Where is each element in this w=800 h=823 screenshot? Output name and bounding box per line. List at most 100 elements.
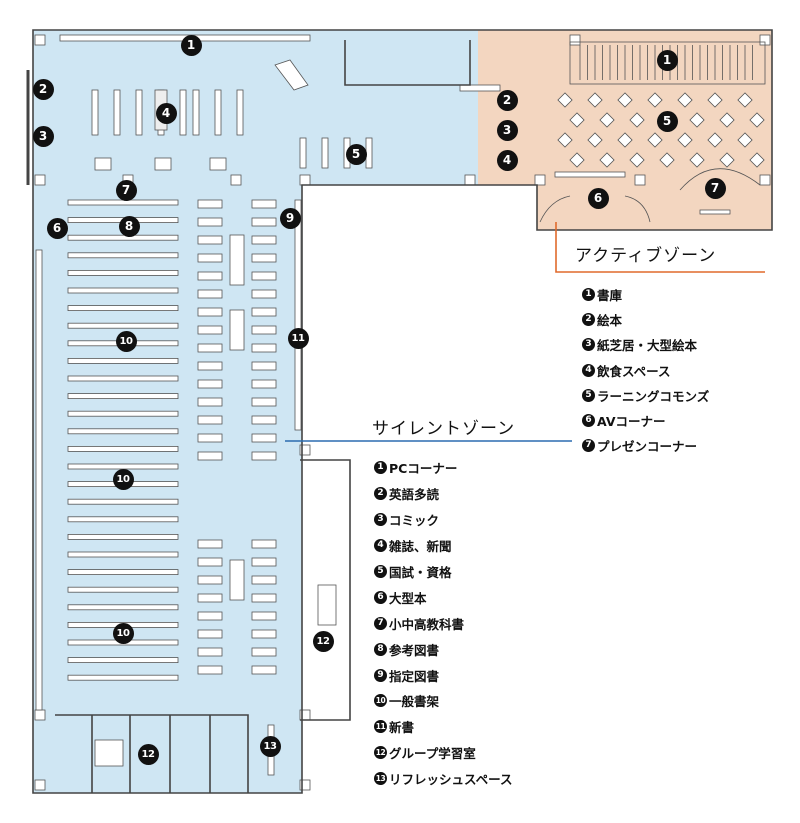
study-desk bbox=[251, 325, 277, 335]
silent-map-marker: 10 bbox=[112, 468, 134, 490]
column bbox=[34, 174, 46, 186]
silent-map-marker: 5 bbox=[345, 143, 367, 165]
legend-label: リフレッシュスペース bbox=[389, 772, 513, 788]
study-desk bbox=[251, 361, 277, 371]
study-desk bbox=[251, 557, 277, 567]
study-table bbox=[229, 309, 245, 351]
study-desk bbox=[251, 539, 277, 549]
study-desk bbox=[197, 325, 223, 335]
room-wall bbox=[55, 714, 249, 793]
screen bbox=[699, 209, 731, 215]
legend-label: 一般書架 bbox=[389, 694, 440, 710]
study-desk bbox=[197, 665, 223, 675]
legend-label: 小中高教科書 bbox=[389, 616, 465, 632]
legend-label: 飲食スペース bbox=[597, 363, 671, 379]
bookshelf bbox=[179, 89, 187, 136]
study-table bbox=[229, 559, 245, 601]
bookshelf bbox=[67, 375, 179, 382]
bookshelf bbox=[67, 252, 179, 259]
study-desk bbox=[251, 199, 277, 209]
bookshelf bbox=[67, 586, 179, 593]
silent-map-marker: 4 bbox=[155, 102, 177, 124]
silent-map-marker: 6 bbox=[46, 217, 68, 239]
legend-label: PCコーナー bbox=[389, 461, 458, 477]
stacks-area bbox=[569, 41, 766, 85]
commons-table bbox=[707, 132, 723, 148]
bookshelf bbox=[67, 410, 179, 417]
legend-label: 国試・資格 bbox=[389, 565, 452, 580]
study-desk bbox=[251, 217, 277, 227]
bookshelf bbox=[67, 569, 179, 575]
exterior-wall bbox=[32, 29, 773, 794]
legend-number: 12 bbox=[374, 746, 387, 760]
bookshelf bbox=[67, 287, 179, 294]
legend-number: 4 bbox=[374, 539, 387, 553]
silent-map-marker: 12 bbox=[312, 630, 334, 652]
inner-wall bbox=[344, 40, 471, 86]
legend-number: 7 bbox=[374, 616, 387, 630]
av-seating bbox=[624, 195, 651, 223]
commons-table bbox=[569, 152, 585, 168]
study-desk bbox=[197, 289, 223, 299]
wall-shelf bbox=[35, 249, 43, 711]
legend-number: 1 bbox=[582, 288, 595, 302]
active-zone-area bbox=[478, 30, 772, 230]
legend-label: 書庫 bbox=[597, 288, 623, 304]
silent-map-marker: 7 bbox=[115, 179, 137, 201]
silent-map-marker: 9 bbox=[279, 207, 301, 229]
study-desk bbox=[251, 665, 277, 675]
study-desk bbox=[197, 217, 223, 227]
silent-map-marker: 3 bbox=[32, 125, 54, 147]
legend-label: AVコーナー bbox=[597, 414, 666, 430]
legend-label: 英語多読 bbox=[389, 487, 440, 503]
silent-map-marker: 1 bbox=[180, 34, 202, 56]
study-desk bbox=[251, 343, 277, 353]
bookshelf bbox=[67, 516, 179, 523]
commons-table bbox=[719, 112, 735, 128]
active-map-marker: 2 bbox=[496, 89, 518, 111]
legend-number: 2 bbox=[374, 487, 387, 501]
legend-number: 9 bbox=[374, 668, 387, 682]
active-zone-title: アクティブゾーン bbox=[575, 246, 717, 266]
bookshelf bbox=[67, 393, 179, 400]
column bbox=[34, 709, 46, 721]
study-desk bbox=[197, 629, 223, 639]
column bbox=[634, 174, 646, 186]
silent-map-marker: 8 bbox=[118, 215, 140, 237]
commons-table bbox=[557, 132, 573, 148]
legend-number: 3 bbox=[374, 513, 387, 527]
column bbox=[534, 174, 546, 186]
silent-map-marker: 10 bbox=[115, 330, 137, 352]
study-desk bbox=[251, 647, 277, 657]
commons-table bbox=[677, 132, 693, 148]
study-desk bbox=[197, 307, 223, 317]
bookshelf bbox=[365, 137, 373, 169]
table bbox=[154, 157, 172, 171]
bookshelf bbox=[299, 137, 307, 169]
commons-table bbox=[749, 152, 765, 168]
legend-number: 4 bbox=[582, 363, 595, 377]
legend-label: コミック bbox=[389, 513, 440, 529]
bookshelf bbox=[67, 269, 179, 276]
legend-label: 大型本 bbox=[389, 590, 427, 606]
legend-number: 1 bbox=[374, 461, 387, 475]
commons-table bbox=[587, 132, 603, 148]
commons-table bbox=[557, 92, 573, 108]
bookshelf bbox=[321, 137, 329, 169]
bookshelf bbox=[67, 604, 179, 611]
commons-table bbox=[719, 152, 735, 168]
bookshelf bbox=[67, 428, 179, 435]
